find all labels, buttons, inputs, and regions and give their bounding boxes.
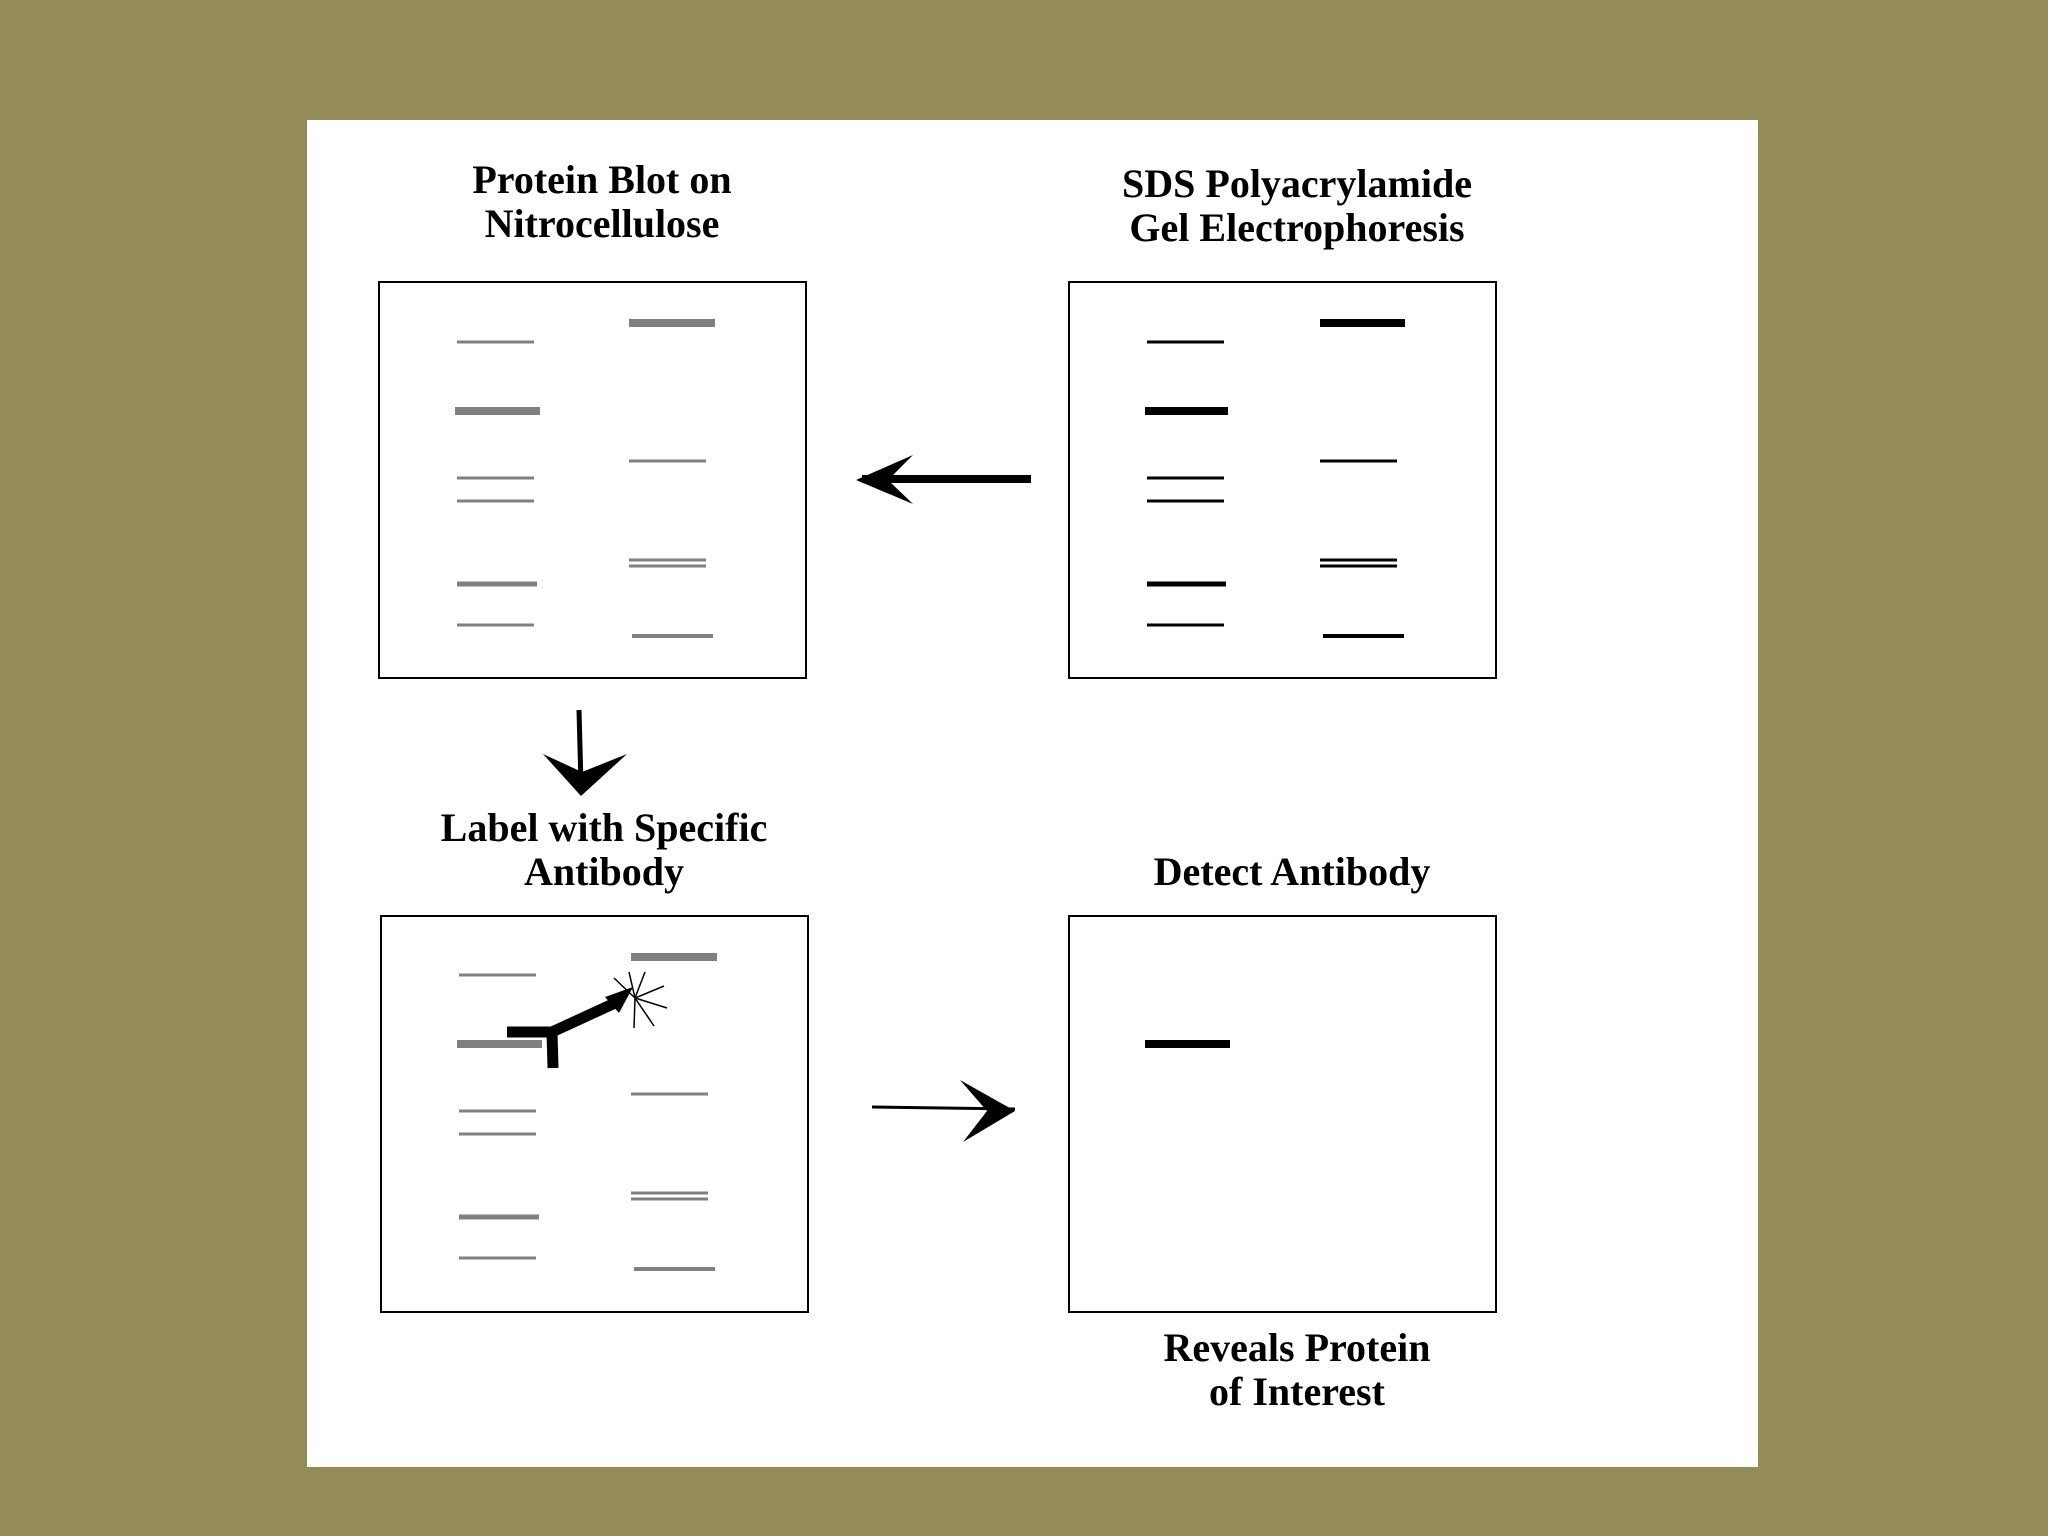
sds-gel-panel [1068, 281, 1497, 679]
gel-lane-1 [1145, 340, 1228, 627]
protein-blot-panel [378, 281, 807, 679]
label-antibody-title: Label with Specific Antibody [440, 805, 768, 894]
protein-blot-title: Protein Blot on Nitrocellulose [472, 157, 732, 246]
arrow-left-icon [856, 455, 1031, 504]
starburst-signal-icon [613, 971, 668, 1029]
labeled-lane-1 [457, 973, 542, 1260]
detect-antibody-panel [1068, 915, 1497, 1313]
labeled-lane-2 [631, 953, 717, 1271]
arrow-right-icon [871, 1080, 1016, 1142]
reveals-protein-caption: Reveals Protein of Interest [1163, 1325, 1431, 1414]
diagram-artwork [455, 319, 1405, 1271]
detect-antibody-title: Detect Antibody [1153, 849, 1431, 894]
antibody-icon [507, 987, 633, 1069]
diagram-canvas: Protein Blot on Nitrocellulose SDS Polya… [307, 120, 1758, 1467]
sds-gel-title: SDS Polyacrylamide Gel Electrophoresis [1122, 161, 1472, 250]
arrow-down-icon [543, 709, 627, 796]
gel-lane-2 [1320, 319, 1405, 638]
antibody-label-panel [380, 915, 809, 1313]
blot-lane-1 [455, 340, 540, 627]
blot-lane-2 [629, 319, 715, 638]
